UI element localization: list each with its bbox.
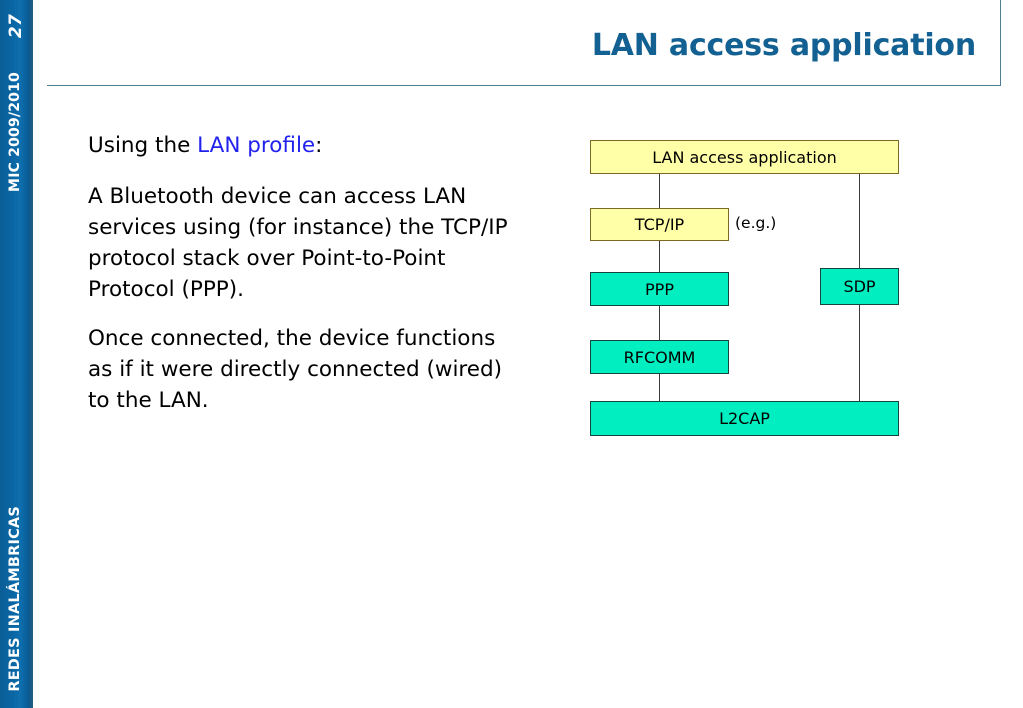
protocol-stack-diagram: LAN access application TCP/IP PPP RFCOMM… — [589, 131, 909, 451]
paragraph-intro: Using the LAN profile: — [88, 130, 520, 161]
header-horizontal-rule — [47, 85, 1001, 86]
body-text-column: Using the LAN profile: A Bluetooth devic… — [88, 130, 520, 434]
sidebar-course-code: MIC 2009/2010 — [7, 72, 23, 192]
lan-profile-link[interactable]: LAN profile — [197, 133, 316, 158]
connector-tcpip-to-ppp — [659, 241, 660, 272]
stack-node-rfcomm: RFCOMM — [590, 340, 729, 374]
stack-node-l2cap: L2CAP — [590, 401, 899, 436]
header-vertical-rule — [1000, 0, 1001, 86]
connector-application-to-sdp — [859, 174, 860, 268]
paragraph-conclusion: Once connected, the device functions as … — [88, 326, 503, 413]
connector-sdp-to-l2cap — [859, 305, 860, 401]
page-title: LAN access application — [591, 28, 976, 63]
tcpip-example-note: (e.g.) — [735, 214, 777, 232]
slide-page-number: 27 — [6, 14, 26, 39]
connector-application-to-tcpip — [659, 174, 660, 208]
intro-prefix: Using the — [88, 133, 198, 158]
stack-node-ppp: PPP — [590, 272, 729, 306]
stack-node-lan-access-application: LAN access application — [590, 140, 899, 174]
left-sidebar: 27 MIC 2009/2010 REDES INALÁMBRICAS — [0, 0, 33, 708]
intro-suffix: : — [315, 133, 323, 158]
connector-ppp-to-rfcomm — [659, 306, 660, 340]
stack-node-tcpip: TCP/IP — [590, 208, 729, 241]
sidebar-course-title: REDES INALÁMBRICAS — [7, 506, 23, 692]
paragraph-description: A Bluetooth device can access LAN servic… — [88, 184, 508, 302]
connector-rfcomm-to-l2cap — [659, 374, 660, 401]
stack-node-sdp: SDP — [820, 268, 899, 305]
